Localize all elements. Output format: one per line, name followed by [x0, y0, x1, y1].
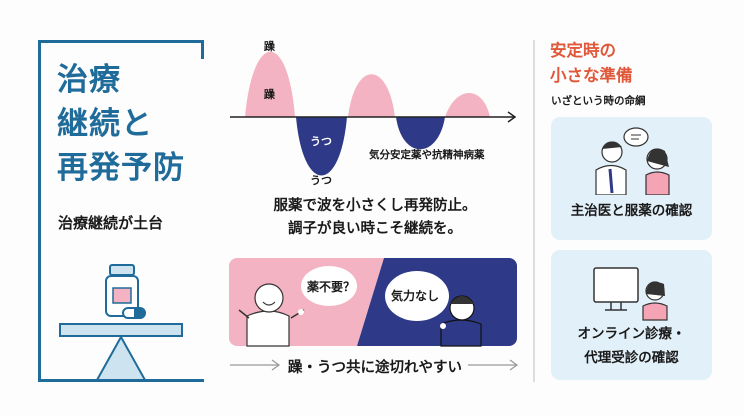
card-doctor: 主治医と服薬の確認	[551, 117, 712, 240]
depression-wave	[296, 117, 347, 176]
medicine-bottle-icon	[105, 264, 139, 317]
frame-border	[38, 40, 41, 382]
panel-caption: 躁・うつ共に途切れやすい	[288, 360, 462, 376]
thought-bubble	[301, 266, 357, 306]
card-label: 代理受診の確認	[584, 350, 679, 366]
depressed-person-icon	[440, 295, 482, 347]
caption-arrows	[230, 359, 519, 371]
medication-label: 気分安定薬や抗精神病薬	[369, 149, 485, 161]
main-title: 治療 継続と 再発予防	[57, 58, 185, 190]
title-line: 小さな準備	[550, 66, 633, 85]
message-line: 調子が良い時こそ継続を。	[288, 221, 462, 237]
section-subtitle: いざという時の命綱	[551, 95, 646, 107]
balance-scale-icon	[59, 323, 183, 381]
arrow-icon	[468, 359, 519, 371]
card-label: 主治医と服薬の確認	[570, 203, 693, 219]
section-title: 安定時の 小さな準備	[550, 38, 633, 88]
title-line: 継続と	[57, 106, 153, 142]
arrow-icon	[230, 359, 281, 371]
title-line: 治療	[57, 62, 121, 98]
frame-border	[38, 40, 204, 43]
manic-person-icon	[238, 283, 305, 347]
thought-bubble	[385, 271, 449, 321]
arrow-head-icon	[507, 111, 517, 123]
subtitle: 治療継続が土台	[58, 214, 164, 232]
mood-panel	[229, 258, 517, 347]
mania-label: 躁	[264, 40, 275, 53]
title-line: 再発予防	[57, 150, 185, 186]
card-label: オンライン診療・	[577, 326, 686, 342]
depression-label: うつ	[310, 135, 332, 148]
message-line: 服薬で波を小さくし再発防止。	[273, 198, 477, 214]
depression-label: うつ	[310, 174, 332, 187]
mania-label: 躁	[264, 88, 275, 101]
bubble-text: 薬不要？	[307, 280, 356, 294]
mood-wave-diagram	[230, 51, 517, 176]
frame-border	[201, 40, 204, 59]
mania-wave	[245, 51, 295, 117]
depression-wave	[396, 117, 445, 150]
title-line: 安定時の	[550, 41, 616, 60]
bubble-text: 気力なし	[391, 289, 440, 303]
capsule-icon	[122, 307, 146, 319]
mania-wave	[445, 93, 490, 117]
card-online: オンライン診療・ 代理受診の確認	[551, 250, 712, 380]
doctor-consultation-icon	[595, 127, 670, 195]
online-consultation-icon	[593, 267, 668, 321]
column-divider	[533, 40, 535, 382]
medicine-scale-illustration	[59, 264, 183, 381]
mania-wave	[348, 74, 395, 117]
